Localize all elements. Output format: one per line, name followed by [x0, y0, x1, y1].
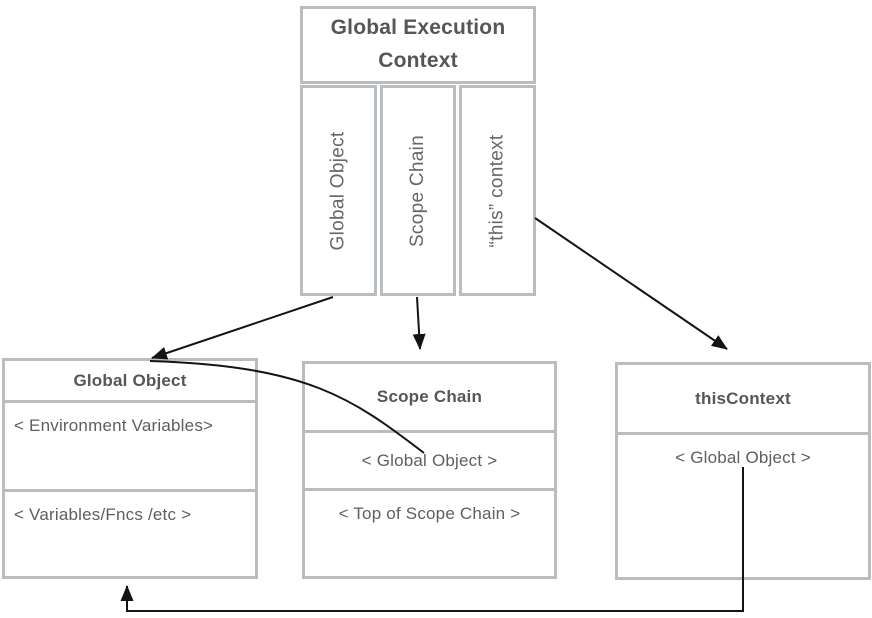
scope-chain-row-global-object: < Global Object > [305, 433, 554, 491]
scope-chain-box-title: Scope Chain [305, 364, 554, 433]
gec-column-scope-chain: Scope Chain [380, 85, 456, 296]
global-object-row-variables-fncs: < Variables/Fncs /etc > [14, 505, 192, 524]
arrow-gec-to-this-context [534, 217, 728, 350]
gec-column-global-object: Global Object [300, 85, 377, 296]
gec-column-this-context-label: “this” context [486, 134, 508, 247]
gec-column-this-context: “this” context [459, 85, 536, 296]
arrow-gec-to-scope-chain [412, 296, 426, 350]
gec-column-scope-chain-label: Scope Chain [407, 134, 429, 247]
gec-title-box: Global Execution Context [300, 6, 536, 84]
global-object-row-environment-variables: < Environment Variables> [5, 403, 255, 492]
arrow-gec-to-global-object [151, 296, 334, 360]
this-context-box-title: thisContext [618, 365, 868, 435]
this-context-row-global-object: < Global Object > [675, 448, 811, 467]
this-context-box: thisContext < Global Object > [615, 362, 871, 580]
global-object-box: Global Object < Environment Variables> <… [2, 358, 258, 579]
global-object-box-title: Global Object [5, 361, 255, 403]
gec-column-global-object-label: Global Object [327, 130, 349, 251]
scope-chain-box: Scope Chain < Global Object > < Top of S… [302, 361, 557, 579]
scope-chain-row-top-of-scope-chain: < Top of Scope Chain > [338, 504, 521, 523]
